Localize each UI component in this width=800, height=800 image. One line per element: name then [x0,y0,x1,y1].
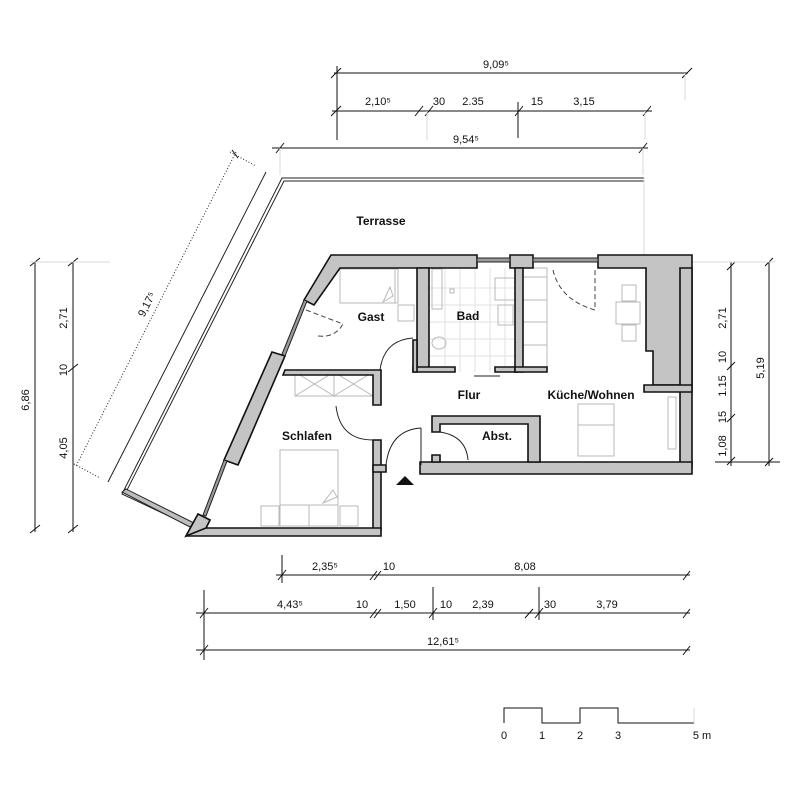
dining-table [615,301,641,325]
dim-bottom-r1-2: 10 [383,561,395,573]
sideboard [667,396,677,450]
top-dimensions: 9,09⁵ 2,10⁵ 30 2.35 15 3,15 9,54⁵ [272,59,693,175]
dim-bottom-overall: 12,61⁵ [427,636,459,648]
terrace: Terrasse [107,171,645,528]
dim-bottom-r2-6: 30 [544,599,556,611]
dim-right-seg-1: 2,71 [717,307,729,328]
dim-diagonal: 9,17⁵ [136,290,158,319]
dim-left-seg-3: 4,05 [58,437,70,458]
dim-top-seg-5: 3,15 [573,96,594,108]
door-kitchen-terrace [552,268,596,311]
door-entrance [385,427,422,466]
scale-label-3: 3 [615,730,621,742]
door-bedroom [335,405,374,441]
dim-terrace-width: 9,54⁵ [453,134,479,146]
dim-bottom-r2-4: 10 [440,599,452,611]
window-kitchen [532,257,599,263]
room-label-terrace: Terrasse [356,214,405,228]
dim-right-seg-5: 1,08 [717,435,729,456]
nightstand [339,505,359,527]
dim-left-seg-2: 10 [58,364,70,376]
dim-bottom-r1-1: 2,35⁵ [312,561,338,573]
dim-bottom-r2-7: 3,79 [596,599,617,611]
dim-bottom-r2-5: 2,39 [472,599,493,611]
right-dimensions: 2,71 10 1.15 15 1,08 5,19 [690,257,780,467]
scale-label-5m: 5 m [693,730,711,742]
door-storage [439,431,469,461]
bath-tiles [430,268,515,372]
room-label-guest: Gast [358,310,385,324]
washbasin [497,304,514,326]
room-label-bath: Bad [457,309,480,323]
dim-bottom-r2-3: 1,50 [394,599,415,611]
window-guest [281,299,308,357]
kitchen-counter [522,267,548,369]
door-guest [379,337,414,371]
room-label-storage: Abst. [482,429,512,443]
chair [621,324,637,342]
dim-bottom-r1-3: 8,08 [514,561,535,573]
door-guest-terrace [305,309,344,337]
window-bedroom [202,459,228,517]
toilet [431,336,447,350]
windows [202,257,599,517]
dim-right-seg-2: 10 [717,351,729,363]
shower [431,268,443,310]
chair [621,284,637,302]
dim-top-seg-1: 2,10⁵ [365,96,391,108]
doors [305,268,596,466]
window-bath [476,257,511,263]
sofa [577,403,615,457]
room-label-kitchen-living: Küche/Wohnen [547,388,634,402]
dim-top-seg-2: 30 [433,96,445,108]
scale-bar: 0 1 2 3 5 m [501,707,711,742]
guest-bed [339,268,399,304]
room-label-bedroom: Schlafen [282,429,332,443]
dim-right-seg-3: 1.15 [717,375,729,396]
dim-top-overall: 9,09⁵ [483,59,509,71]
scale-label-0: 0 [501,730,507,742]
dim-left-overall: 6,86 [20,389,32,410]
scale-label-1: 1 [539,730,545,742]
dim-bottom-r2-2: 10 [356,599,368,611]
dim-right-overall: 5,19 [755,357,767,378]
room-label-hall: Flur [458,388,481,402]
dim-bottom-r2-1: 4,43⁵ [277,599,303,611]
scale-label-2: 2 [577,730,583,742]
dim-left-seg-1: 2,71 [58,307,70,328]
guest-nightstand [397,304,415,322]
dim-top-seg-4: 15 [531,96,543,108]
bottom-dimensions: 2,35⁵ 10 8,08 4,43⁵ 10 1,50 10 2,39 30 3… [196,555,691,660]
dim-top-seg-3: 2.35 [462,96,483,108]
walls [184,254,693,538]
room-labels: Gast Bad Flur Küche/Wohnen Schlafen Abst… [282,309,635,443]
dim-right-seg-4: 15 [717,411,729,423]
entrance-arrow-icon [396,476,414,485]
nightstand [260,505,280,527]
